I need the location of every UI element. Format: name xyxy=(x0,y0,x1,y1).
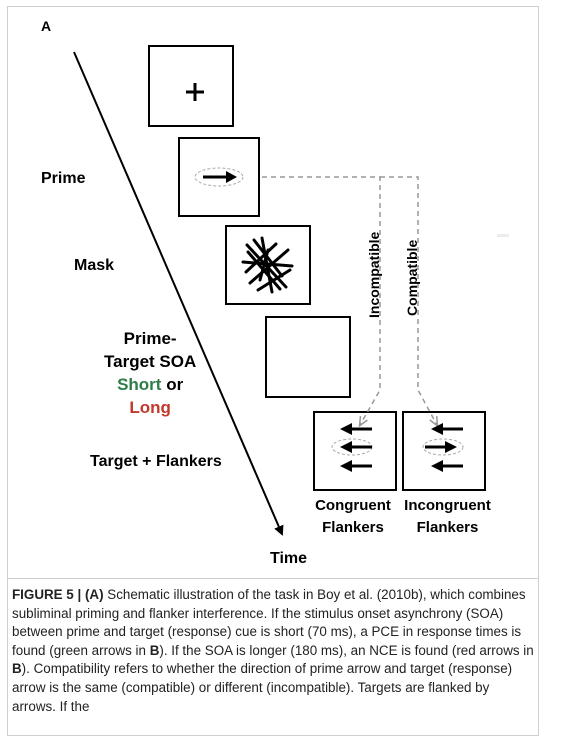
incongruent-label-line2: Flankers xyxy=(416,519,479,536)
caption-b2: B xyxy=(12,661,22,677)
prime-ellipse xyxy=(194,167,244,187)
incongruent-target-box xyxy=(402,411,486,491)
compatible-path xyxy=(380,176,437,425)
congruent-flanker-arrows xyxy=(331,423,373,472)
figure-frame xyxy=(7,6,539,736)
figure-caption: FIGURE 5 | (A) Schematic illustration of… xyxy=(12,586,534,716)
soa-label-line2: Target SOA xyxy=(104,352,197,371)
incongruent-flankers-label: Incongruent Flankers xyxy=(400,495,495,539)
congruent-flankers-label: Congruent Flankers xyxy=(313,495,393,539)
caption-text-1: Schematic illustration of the task in xyxy=(103,587,318,602)
caption-rule xyxy=(7,578,539,579)
soa-long: Long xyxy=(129,398,171,417)
soa-short: Short xyxy=(117,375,162,394)
congruent-label-line2: Flankers xyxy=(322,519,384,536)
soa-blank-box xyxy=(265,316,351,398)
soa-or: or xyxy=(166,375,184,394)
panel-letter: A xyxy=(41,18,52,34)
caption-panel-a: (A) xyxy=(84,587,104,602)
incongruent-flanker-arrows xyxy=(422,423,464,472)
caption-text-4: ). Compatibility refers to whether the d… xyxy=(12,661,513,714)
caption-citation: Boy et al. (2010b) xyxy=(317,587,423,602)
soa-label-line1: Prime- xyxy=(123,329,177,348)
decorative-mark xyxy=(497,234,509,237)
caption-figure-label: FIGURE 5 | xyxy=(12,587,85,602)
incompatible-path xyxy=(262,176,381,425)
time-axis-arrow xyxy=(73,51,284,536)
fixation-box xyxy=(148,45,234,127)
prime-label: Prime xyxy=(41,170,86,187)
time-label: Time xyxy=(270,550,308,567)
prime-arrow-icon xyxy=(203,171,237,183)
target-label: Target + Flankers xyxy=(90,453,222,470)
incongruent-label-line1: Incongruent xyxy=(404,497,491,514)
congruent-label-line1: Congruent xyxy=(315,497,391,514)
soa-label-line3: Short or xyxy=(104,373,196,396)
compatible-label: Compatible xyxy=(404,239,420,316)
caption-text-2: , which combines subliminal priming and … xyxy=(12,587,526,658)
soa-label: Prime- Target SOA Short or Long xyxy=(104,327,196,419)
mask-scribble-icon xyxy=(241,236,294,294)
incompatible-label: Incompatible xyxy=(366,231,382,318)
congruent-target-box xyxy=(313,411,397,491)
caption-text-3: ). If the SOA is longer (180 ms), an NCE… xyxy=(159,642,534,658)
caption-b1: B xyxy=(149,642,160,658)
mask-label: Mask xyxy=(74,257,115,274)
fixation-cross xyxy=(186,83,204,101)
